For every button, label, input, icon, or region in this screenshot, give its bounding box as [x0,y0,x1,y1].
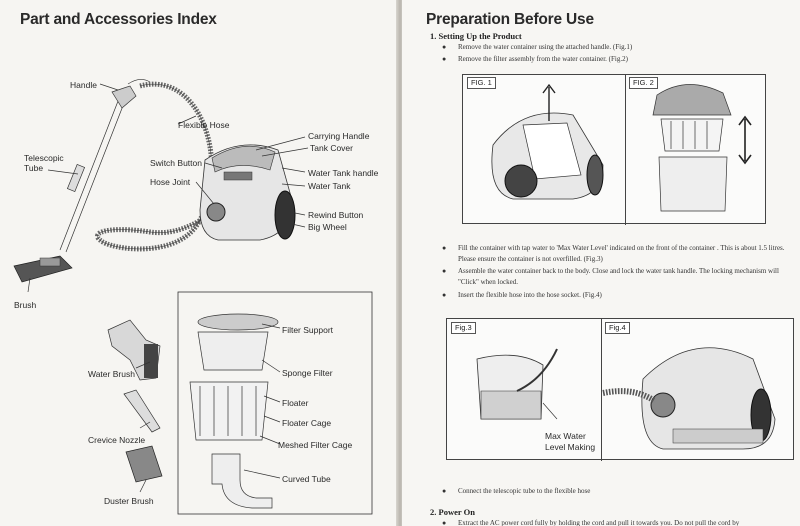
label-telescopic-tube-line2: Tube [24,163,44,173]
fig3-drawing [476,348,558,420]
figure-3-4-frame: Fig.3 Fig.4 Max Water Level Making [446,318,794,461]
fig3-label: Fig.3 [451,322,476,334]
right-page-title: Preparation Before Use [426,11,594,28]
label-max-water-line1: Max Water [545,431,586,441]
bullet-remove-container: ● Remove the water container using the a… [442,43,633,51]
label-duster-brush: Duster Brush [104,496,154,506]
label-water-tank: Water Tank [308,181,351,191]
label-handle: Handle [70,80,97,90]
bullet-insert-hose: ● Insert the flexible hose into the hose… [442,291,602,299]
section-setting-up: 1. Setting Up the Product [430,31,522,41]
label-water-tank-handle: Water Tank handle [308,168,379,178]
label-rewind-button: Rewind Button [308,210,364,220]
label-tank-cover: Tank Cover [310,143,353,153]
bullet-dot: ● [442,55,447,63]
vacuum-cleaner-illustration [13,79,373,515]
label-telescopic-tube-line1: Telescopic [24,153,64,163]
fig1-label: FIG. 1 [467,77,496,89]
bullet-remove-filter: ● Remove the filter assembly from the wa… [442,55,628,63]
label-floater-cage: Floater Cage [282,418,332,428]
figure-1-2-frame: FIG. 1 FIG. 2 [462,74,766,225]
label-water-brush: Water Brush [88,369,135,379]
label-crevice-nozzle: Crevice Nozzle [88,435,146,445]
label-filter-support: Filter Support [282,325,334,335]
fig1-drawing [491,83,604,200]
label-hose-joint: Hose Joint [150,177,191,187]
right-page: Preparation Before Use 1. Setting Up the… [402,0,800,526]
label-floater: Floater [282,398,309,408]
section-power-on: 2. Power On [430,507,475,517]
left-page-title: Part and Accessories Index [20,11,217,28]
bullet-dot: ● [442,519,447,526]
bullet-dot: ● [442,267,447,275]
label-carrying-handle: Carrying Handle [308,131,370,141]
bullet-dot: ● [442,43,447,51]
label-switch-button: Switch Button [150,158,202,168]
bullet-assemble-container: ● Assemble the water container back to t… [442,267,779,286]
bullet-dot: ● [442,487,447,495]
bullet-connect-tube: ● Connect the telescopic tube to the fle… [442,487,591,495]
label-meshed-filter-cage: Meshed Filter Cage [278,440,353,450]
bullet-extract-cord: ● Extract the AC power cord fully by hol… [442,518,798,526]
label-max-water-line2: Level Making [545,442,596,452]
label-curved-tube: Curved Tube [282,474,331,484]
label-flexible-hose: Flexible Hose [178,120,230,130]
label-big-wheel: Big Wheel [308,222,347,232]
bullet-dot: ● [442,244,447,252]
fig2-drawing [652,84,752,212]
bullet-dot: ● [442,291,447,299]
fig4-label: Fig.4 [605,322,630,334]
bullet-fill-container: ● Fill the container with tap water to '… [442,244,785,263]
fig4-drawing [602,347,776,450]
fig2-label: FIG. 2 [629,77,658,89]
label-sponge-filter: Sponge Filter [282,368,333,378]
left-page: Part and Accessories Index [0,0,398,526]
label-brush: Brush [14,300,37,310]
book-gutter [396,0,404,526]
